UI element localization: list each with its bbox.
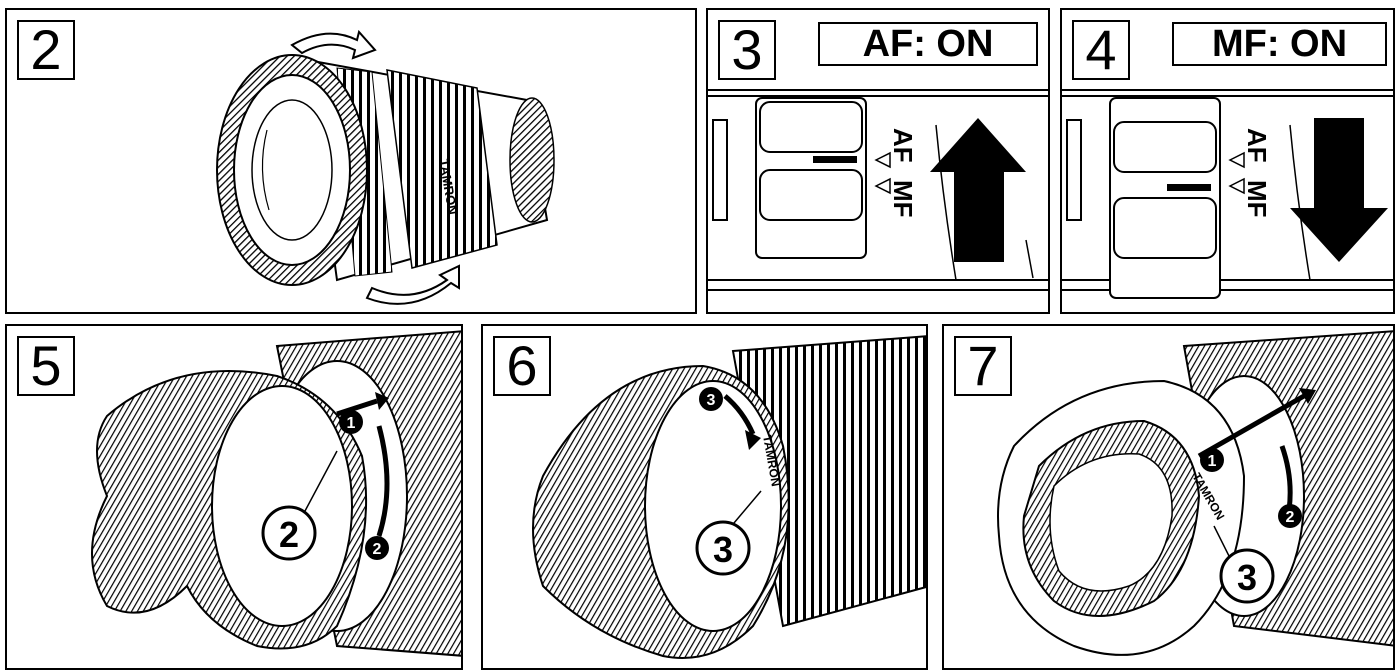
mode-label: AF: ON	[818, 22, 1038, 66]
callout-circle: 2	[261, 505, 317, 561]
svg-text:1: 1	[1208, 453, 1217, 470]
switch-position-indicator	[1167, 184, 1211, 191]
down-arrow-icon	[1290, 118, 1388, 262]
svg-text:3: 3	[707, 392, 716, 409]
svg-text:3: 3	[713, 529, 733, 570]
svg-text:2: 2	[373, 541, 382, 558]
panel-step-5: 5 1 2 2	[5, 324, 463, 670]
step-number: 3	[718, 20, 776, 80]
callout-circle: 3	[1219, 548, 1275, 604]
focus-switch-illustration: AF MF	[708, 89, 1048, 291]
step-number: 4	[1072, 20, 1130, 80]
switch-af-label: AF	[888, 128, 918, 163]
panel-step-6: 6 TAMRON 3 3	[481, 324, 928, 670]
hood-lock-illustration: TAMRON 3 3	[532, 335, 926, 659]
step-number: 6	[493, 336, 551, 396]
panel-step-3: 3 AF: ON AF MF	[706, 8, 1050, 314]
step-number: 7	[954, 336, 1012, 396]
up-arrow-icon	[930, 118, 1026, 262]
svg-text:2: 2	[1286, 509, 1295, 526]
step-number: 2	[17, 20, 75, 80]
step-circle-icon: 1 2	[339, 410, 389, 560]
switch-position-indicator	[813, 156, 857, 163]
panel-step-4: 4 MF: ON AF MF	[1060, 8, 1395, 314]
rotate-arrow-icon	[290, 29, 460, 305]
lens-illustration: TAMRON	[216, 29, 555, 305]
panel-step-2: 2 TAMRON	[5, 8, 697, 314]
switch-af-label: AF	[1242, 128, 1272, 163]
svg-text:2: 2	[279, 514, 299, 555]
mode-label: MF: ON	[1172, 22, 1387, 66]
switch-mf-label: MF	[888, 180, 918, 218]
hood-attach-illustration: 1 2 2	[91, 330, 461, 657]
step-circle-icon: 3	[699, 387, 723, 411]
step-circle-icon: 1 2	[1200, 448, 1302, 528]
focus-switch-illustration: AF MF	[1062, 89, 1393, 299]
svg-text:3: 3	[1237, 557, 1257, 598]
switch-mf-label: MF	[1242, 180, 1272, 218]
hood-reverse-illustration: TAMRON 1 2 3	[997, 330, 1393, 656]
svg-text:1: 1	[347, 415, 356, 432]
callout-circle: 3	[695, 520, 751, 576]
panel-step-7: 7 TAMRON 1 2 3	[942, 324, 1395, 670]
step-number: 5	[17, 336, 75, 396]
